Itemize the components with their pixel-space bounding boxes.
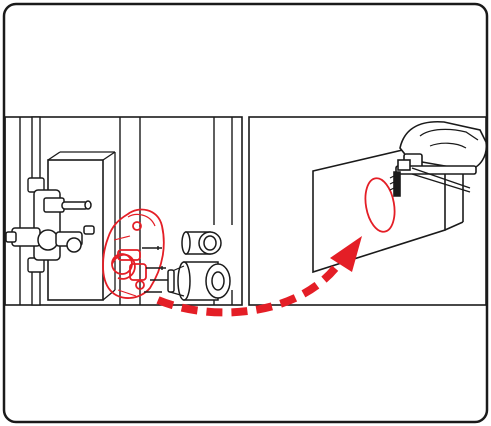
sleeve-icon (182, 232, 221, 254)
left-panel (5, 117, 242, 305)
right-panel (249, 117, 486, 305)
